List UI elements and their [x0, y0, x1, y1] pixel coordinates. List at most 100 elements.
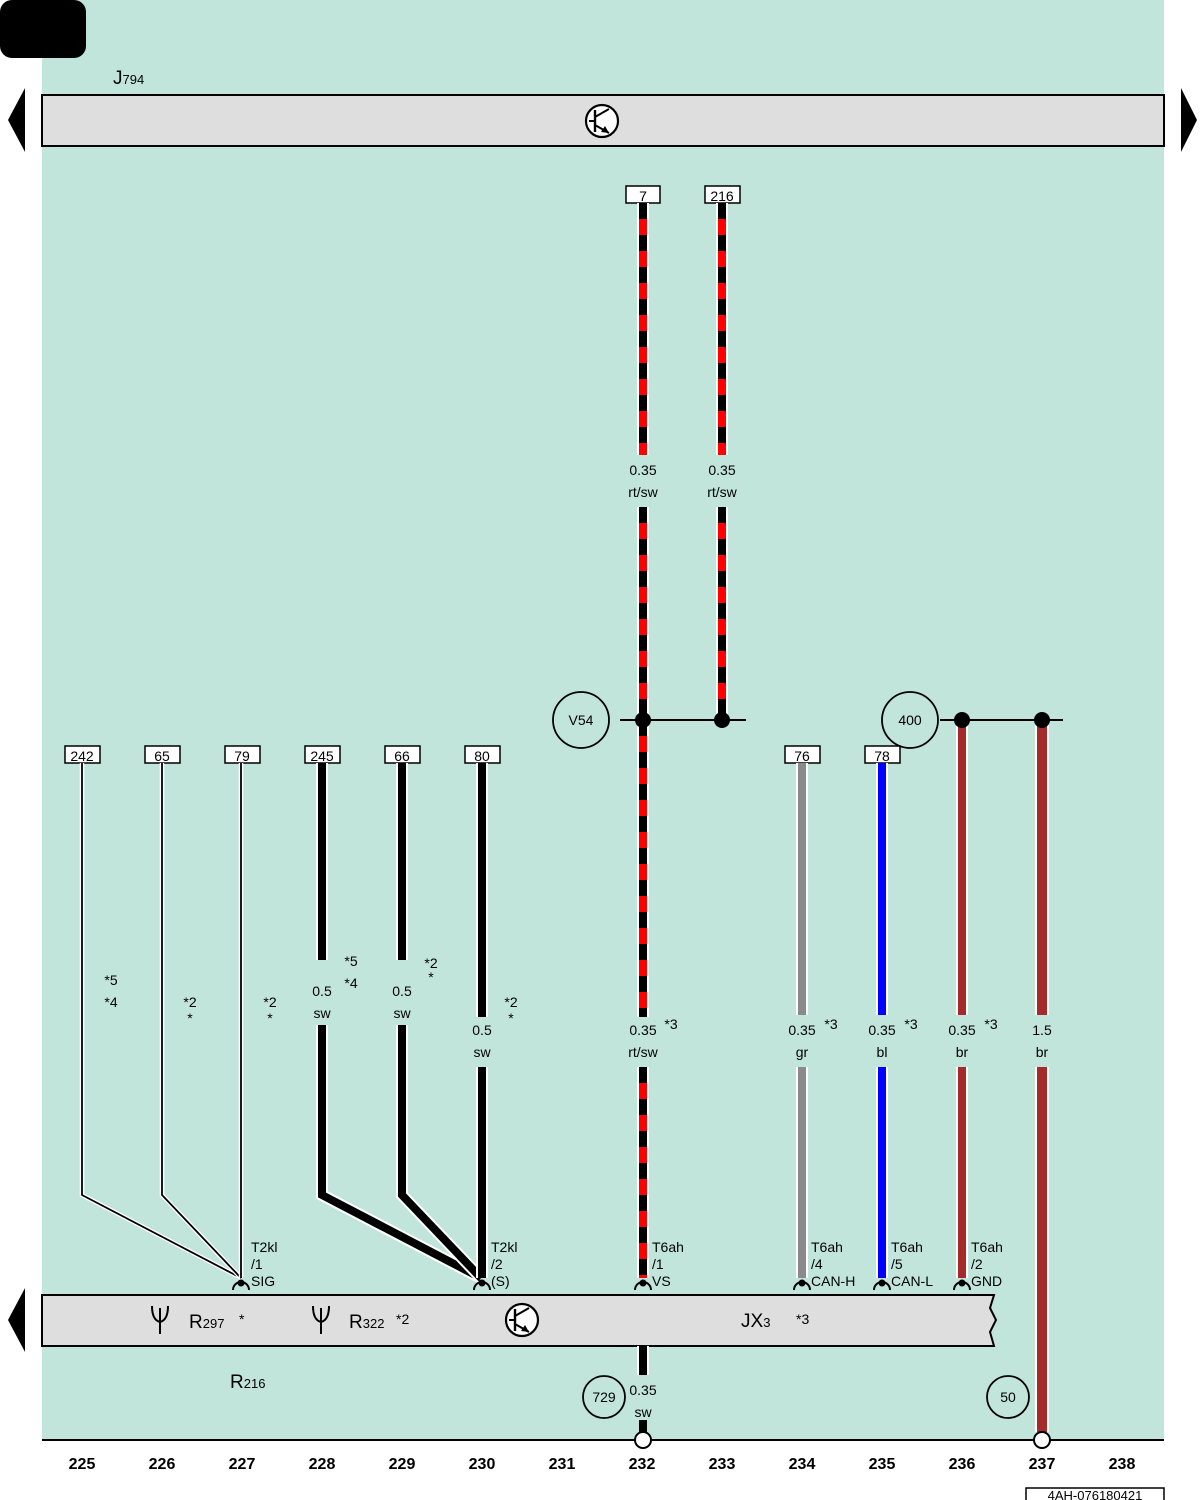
column-number: 226: [149, 1456, 176, 1473]
component-note: *3: [796, 1311, 809, 1327]
pin-row: 242 65 79 245 66 80 76 78: [64, 745, 901, 764]
wire-thin-65: [159, 763, 243, 1280]
wire-size-label: 1.5: [1032, 1022, 1052, 1038]
wire-size-label: 0.35: [629, 1022, 656, 1038]
pin-label: 80: [474, 748, 490, 764]
column-number: 235: [869, 1456, 896, 1473]
wire-note: *: [267, 1010, 273, 1026]
column-number: 225: [69, 1456, 96, 1473]
connector-name: T2kl: [491, 1239, 517, 1255]
junction-label: 400: [898, 712, 922, 728]
wire-size-label: 0.5: [392, 983, 412, 999]
pin-label: 76: [794, 748, 810, 764]
wire-note: *5: [344, 953, 357, 969]
wire-color-label: rt/sw: [628, 484, 658, 500]
wire-thick-66: [396, 763, 486, 1283]
wire-note: *4: [104, 994, 117, 1010]
wire-note: *2: [424, 955, 437, 971]
component-label: R322: [349, 1312, 384, 1333]
connector-plugs: [232, 1279, 971, 1291]
connector-pin: /4: [811, 1256, 823, 1272]
connector-pin: /5: [891, 1256, 903, 1272]
pin-label: 65: [154, 748, 170, 764]
wire-note: *3: [824, 1016, 837, 1032]
column-number: 234: [789, 1456, 816, 1473]
junction-dot: [1034, 712, 1050, 728]
junction-circle: [552, 691, 610, 749]
wire-color-label: rt/sw: [707, 484, 737, 500]
wire-note: *: [187, 1010, 193, 1026]
ground-ref-label: 729: [592, 1389, 616, 1405]
column-number: 230: [469, 1456, 496, 1473]
connector-pin: /1: [652, 1256, 664, 1272]
top-unit-label: J794: [113, 68, 144, 89]
connector-signal: (S): [491, 1273, 510, 1289]
wire-thin-242: [79, 763, 243, 1280]
wire-color-label: br: [1036, 1044, 1049, 1060]
connector-name: T6ah: [652, 1239, 684, 1255]
connector-pin: /1: [251, 1256, 263, 1272]
pin-label: 245: [310, 748, 334, 764]
nav-left-arrow-bottom[interactable]: [8, 1288, 25, 1352]
connector-name: T2kl: [251, 1239, 277, 1255]
component-note: *: [239, 1311, 245, 1327]
column-number: 229: [389, 1456, 416, 1473]
transistor-icon: [504, 1302, 540, 1338]
wire-size-label: 0.5: [312, 983, 332, 999]
nav-right-arrow-top[interactable]: [1181, 88, 1197, 152]
wire-note: *2: [504, 994, 517, 1010]
wire-labels: *5 *4 *2 * *2 * 0.5 sw *5 *4 0.5 sw *2 *…: [104, 953, 1052, 1060]
connector-signal: CAN-L: [891, 1273, 933, 1289]
wire-size-label: 0.35: [868, 1022, 895, 1038]
wire-note: *4: [344, 975, 357, 991]
column-number: 232: [629, 1456, 656, 1473]
pin-label: 66: [394, 748, 410, 764]
column-number: 228: [309, 1456, 336, 1473]
nav-left-arrow-top[interactable]: [8, 88, 25, 152]
ground-ref-circle: [582, 1375, 626, 1419]
component-label: R297: [189, 1312, 224, 1333]
wire-note: *3: [984, 1016, 997, 1032]
wire-color-label: sw: [393, 1005, 411, 1021]
connector-signal: GND: [971, 1273, 1002, 1289]
connector-signal: SIG: [251, 1273, 275, 1289]
wire-note: *5: [104, 972, 117, 988]
wire-size-label: 0.5: [472, 1022, 492, 1038]
connector-pin: /2: [971, 1256, 983, 1272]
wire-note: *: [508, 1010, 514, 1026]
ground-ref-label: 50: [1000, 1389, 1016, 1405]
wire-color-label: sw: [313, 1005, 331, 1021]
wire-color-label: gr: [796, 1044, 809, 1060]
wire-note: *2: [263, 994, 276, 1010]
column-number: 233: [709, 1456, 736, 1473]
pin-label: 78: [874, 748, 890, 764]
wire-size-label: 0.35: [708, 462, 735, 478]
connector-name: T6ah: [891, 1239, 923, 1255]
connector-signal: VS: [652, 1273, 671, 1289]
junction-dot: [635, 712, 651, 728]
component-note: *2: [396, 1311, 409, 1327]
wire-size-label: 0.35: [629, 462, 656, 478]
wire-note: *2: [183, 994, 196, 1010]
pin-label: 216: [710, 188, 734, 204]
junction-circle: [881, 691, 939, 749]
wire-thick-245: [316, 763, 484, 1284]
wire-color-label: sw: [634, 1404, 652, 1420]
doc-ref-label: 4AH-076180421: [1048, 1488, 1143, 1500]
wire-size-label: 0.35: [629, 1382, 656, 1398]
wire-note: *3: [904, 1016, 917, 1032]
ground-ref-circle: [986, 1375, 1030, 1419]
wire-color-label: sw: [473, 1044, 491, 1060]
wire-color-label: bl: [877, 1044, 888, 1060]
wire-color-label: rt/sw: [628, 1044, 658, 1060]
junction-dot: [954, 712, 970, 728]
doc-ref-box: [1025, 1487, 1165, 1500]
transistor-icon: [584, 103, 620, 139]
pin-label: 79: [234, 748, 250, 764]
wire-note: *: [428, 969, 434, 985]
pin-label: 7: [639, 188, 647, 204]
column-number: 227: [229, 1456, 256, 1473]
wire-size-label: 0.35: [788, 1022, 815, 1038]
component-label: JX3: [741, 1311, 770, 1332]
